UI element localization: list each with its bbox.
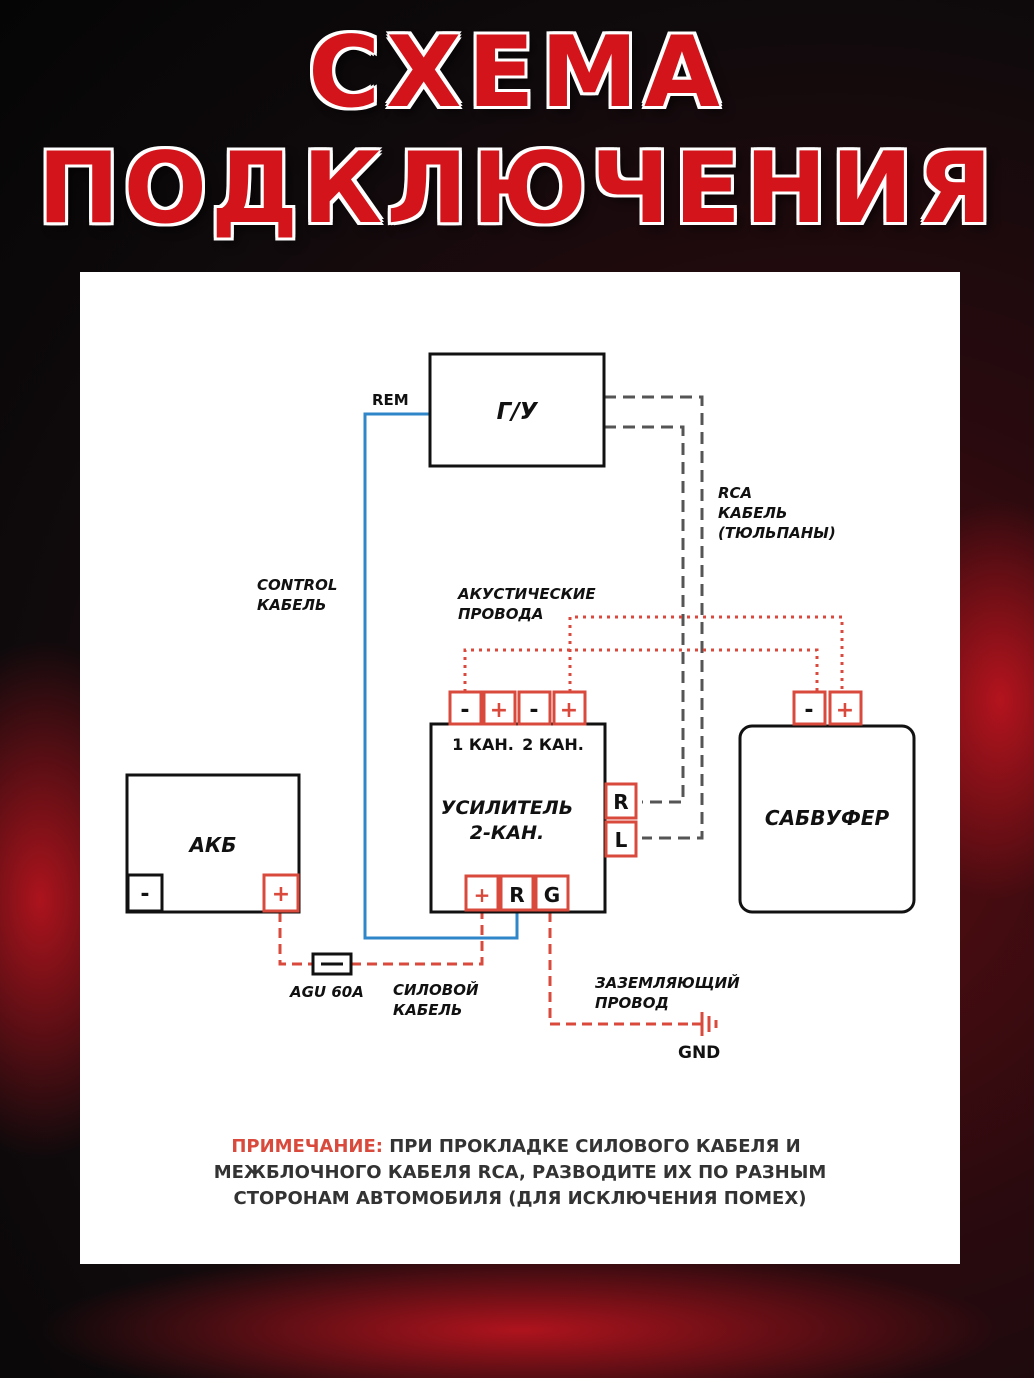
note-line-2: МЕЖБЛОЧНОГО КАБЕЛЯ RCA, РАЗВОДИТЕ ИХ ПО … (214, 1162, 827, 1183)
rca-label-3: (ТЮЛЬПАНЫ) (718, 524, 836, 542)
channel-1-label: 1 КАН. (452, 735, 514, 754)
control-label-1: CONTROL (257, 576, 337, 594)
svg-text:L: L (615, 828, 628, 852)
note-line-1: ПРИМЕЧАНИЕ: ПРИ ПРОКЛАДКЕ СИЛОВОГО КАБЕЛ… (231, 1136, 800, 1157)
svg-text:G: G (544, 883, 560, 907)
head-unit-box (428, 352, 606, 468)
svg-text:-: - (529, 698, 538, 723)
rca-label-1: RCA (718, 484, 752, 502)
ground-label-2: ПРОВОД (595, 994, 669, 1012)
note-line-3: СТОРОНАМ АВТОМОБИЛЯ (ДЛЯ ИСКЛЮЧЕНИЯ ПОМЕ… (234, 1188, 807, 1209)
rca-cable (604, 395, 704, 840)
amplifier-label-1: УСИЛИТЕЛЬ (441, 797, 573, 819)
svg-text:+: + (490, 698, 508, 723)
ground-symbol-icon (692, 1012, 718, 1036)
gnd-label: GND (678, 1043, 720, 1063)
diagram-panel: Г/У 1 КАН. 2 КАН. УСИЛИТЕЛЬ 2-КАН. - + -… (80, 272, 960, 1264)
power-label-1: СИЛОВОЙ (393, 980, 479, 999)
title-line-1: СХЕМА (308, 16, 726, 130)
power-label-2: КАБЕЛЬ (393, 1001, 462, 1019)
subwoofer-label: САБВУФЕР (765, 806, 890, 830)
channel-2-label: 2 КАН. (522, 735, 584, 754)
ground-wire (548, 912, 692, 1026)
speaker-wires (463, 615, 844, 692)
control-label-2: КАБЕЛЬ (257, 596, 326, 614)
battery-terminals: - + (126, 873, 300, 913)
svg-text:-: - (460, 698, 469, 723)
amp-speaker-terminals: - + - + (448, 690, 587, 726)
amp-rca-inputs: R L (604, 782, 638, 858)
amp-power-terminals: + R G (464, 874, 570, 912)
subwoofer-box (738, 724, 916, 914)
title-line-2: ПОДКЛЮЧЕНИЯ (37, 132, 997, 246)
note-prefix: ПРИМЕЧАНИЕ: (231, 1136, 383, 1157)
svg-text:+: + (474, 883, 491, 907)
head-unit-label: Г/У (497, 399, 539, 425)
svg-text:+: + (836, 698, 854, 723)
svg-text:-: - (140, 882, 149, 907)
svg-text:+: + (560, 698, 578, 723)
svg-text:-: - (804, 698, 813, 723)
speaker-label-1: АКУСТИЧЕСКИЕ (457, 585, 596, 603)
speaker-label-2: ПРОВОДА (458, 605, 543, 623)
control-cable (363, 412, 519, 940)
power-cable (278, 912, 484, 966)
ground-label-1: ЗАЗЕМЛЯЮЩИЙ (595, 973, 740, 992)
battery-label: АКБ (187, 833, 236, 857)
subwoofer-terminals: - + (792, 690, 863, 726)
amplifier-label-2: 2-КАН. (470, 822, 544, 844)
rca-label-2: КАБЕЛЬ (718, 504, 787, 522)
fuse-label: AGU 60A (289, 983, 364, 1001)
svg-text:R: R (613, 790, 628, 814)
svg-text:+: + (272, 882, 290, 907)
svg-text:R: R (509, 883, 524, 907)
rem-label: REM (372, 391, 409, 409)
wiring-diagram: Г/У 1 КАН. 2 КАН. УСИЛИТЕЛЬ 2-КАН. - + -… (125, 352, 916, 1209)
